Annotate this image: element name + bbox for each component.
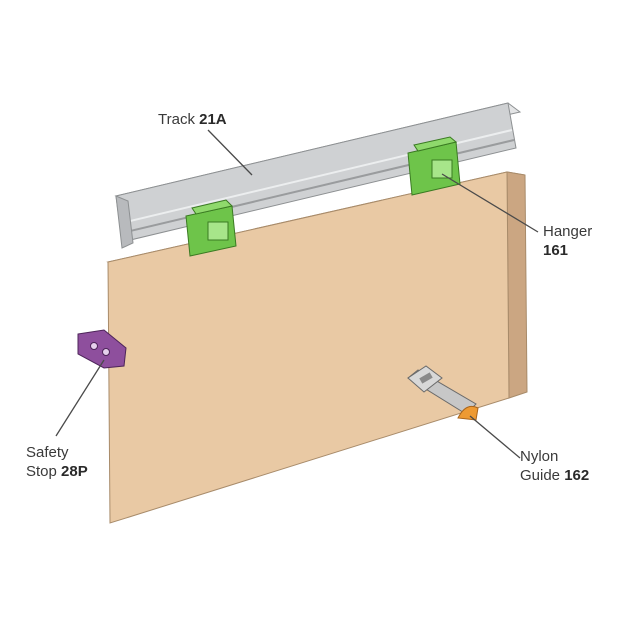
hanger-right-top <box>413 136 458 152</box>
label-safety-stop-line2: Stop <box>26 463 57 480</box>
label-track-code: 21A <box>199 111 227 128</box>
leader-lines <box>55 129 539 459</box>
door-right-edge <box>506 171 528 399</box>
label-safety-stop: Safety Stop 28P <box>26 443 88 481</box>
label-track-name: Track <box>158 111 195 128</box>
hanger-left <box>185 199 237 257</box>
safety-stop-hole-2 <box>102 348 110 356</box>
safety-stop-28p <box>77 329 127 369</box>
label-safety-stop-code: 28P <box>61 463 88 480</box>
label-hanger-name: Hanger <box>543 223 593 240</box>
track-end-cap <box>115 195 134 249</box>
nylon-guide-162 <box>407 365 479 421</box>
hanger-right-block <box>431 159 453 179</box>
label-nylon-guide: Nylon Guide 162 <box>520 447 589 485</box>
label-nylon-guide-line2: Guide <box>520 467 561 484</box>
label-safety-stop-line1: Safety <box>26 444 69 461</box>
hanger-right <box>407 136 461 196</box>
label-nylon-guide-code: 162 <box>564 467 590 484</box>
leader-track <box>207 129 253 176</box>
guide-tip <box>457 405 479 421</box>
label-hanger-code: 161 <box>543 242 569 259</box>
leader-nylon-guide <box>469 415 521 459</box>
door-face <box>107 171 510 524</box>
label-hanger: Hanger 161 <box>543 222 592 260</box>
safety-stop-hole-1 <box>90 342 98 350</box>
safety-stop-body <box>77 329 127 369</box>
label-nylon-guide-line1: Nylon <box>520 448 559 465</box>
hanger-left-block <box>207 221 229 241</box>
label-track: Track 21A <box>158 110 227 129</box>
leader-hanger <box>441 173 539 233</box>
guide-slot <box>419 372 433 384</box>
hanger-left-top <box>191 199 233 215</box>
leader-safety-stop <box>55 359 105 437</box>
